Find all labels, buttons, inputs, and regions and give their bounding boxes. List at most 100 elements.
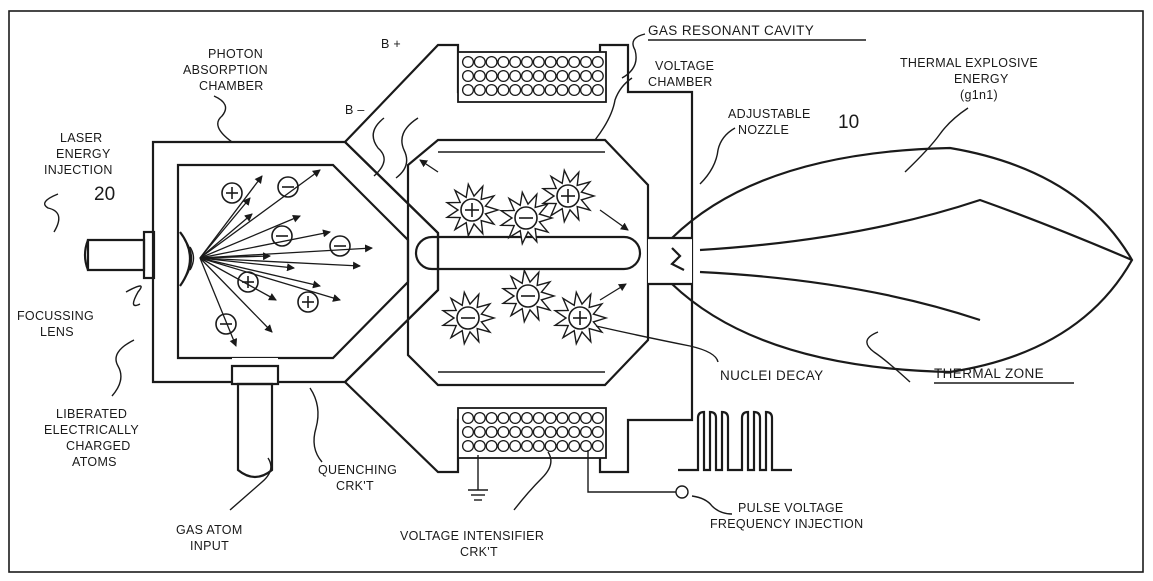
label-chamber: CHAMBER: [199, 79, 264, 93]
ground-symbol: [468, 455, 488, 501]
coil-turn: [497, 439, 510, 453]
label-pulse-voltage: PULSE VOLTAGE: [738, 501, 844, 515]
label-nozzle: NOZZLE: [738, 123, 789, 137]
decaying-positive-nucleus: [540, 167, 597, 225]
label-injection: INJECTION: [44, 163, 113, 177]
coil-turn: [497, 411, 510, 425]
coil-turn: [568, 411, 581, 425]
coil-turn: [556, 55, 569, 69]
label-intensifier-crkt: CRK'T: [460, 545, 498, 559]
photon-ray-arrow: [199, 229, 331, 259]
label-lens: LENS: [40, 325, 74, 339]
coil-turn: [556, 83, 569, 97]
coil-turn: [579, 425, 593, 439]
coil-turn: [591, 425, 604, 439]
coil-turn: [520, 425, 534, 439]
coil-turn: [532, 411, 545, 425]
photon-ray-arrow: [199, 215, 301, 259]
label-voltage-intensifier: VOLTAGE INTENSIFIER: [400, 529, 544, 543]
coil-turn: [461, 411, 475, 425]
coil-turn: [556, 425, 569, 439]
positive-charge: [221, 182, 243, 204]
coil-turn: [485, 55, 498, 69]
label-frequency-injection: FREQUENCY INJECTION: [710, 517, 863, 531]
coil-turn: [485, 425, 498, 439]
leader-lines: [44, 33, 969, 515]
coil-turn: [497, 83, 510, 97]
coil-turn: [473, 55, 486, 69]
negative-charge: [277, 176, 299, 198]
coil-turn: [544, 439, 557, 453]
label-photon: PHOTON: [208, 47, 263, 61]
coil-turn: [532, 83, 545, 97]
label-laser: LASER: [60, 131, 103, 145]
coil-turn: [520, 69, 534, 83]
label-voltage-chamber: CHAMBER: [648, 75, 713, 89]
coil-turn: [485, 83, 498, 97]
label-focussing: FOCUSSING: [17, 309, 94, 323]
coil-turn: [509, 55, 522, 69]
photon-ray-arrow: [199, 257, 238, 347]
negative-charge: [215, 313, 237, 335]
ref-number-10: 10: [838, 112, 859, 133]
flow-arrow: [599, 209, 629, 231]
photon-ray-arrow: [199, 213, 253, 259]
particles-group: [215, 167, 609, 347]
coil-turn: [509, 425, 522, 439]
coil-turn: [591, 69, 604, 83]
label-gas-atom: GAS ATOM: [176, 523, 243, 537]
label-adjustable: ADJUSTABLE: [728, 107, 811, 121]
coil-turn: [497, 425, 510, 439]
photon-ray-arrow: [199, 244, 373, 259]
photon-ray-arrow: [199, 252, 271, 261]
coil-turn: [544, 411, 557, 425]
label-gas-resonant-cavity: GAS RESONANT CAVITY: [648, 23, 814, 38]
coil-turn: [473, 439, 486, 453]
photon-ray-arrow: [199, 197, 251, 259]
pulse-wire: [587, 450, 689, 499]
label-voltage: VOLTAGE: [655, 59, 714, 73]
coil-turn: [485, 439, 498, 453]
decaying-negative-nucleus: [500, 267, 557, 325]
photon-ray-arrow: [199, 257, 273, 333]
coil-turn: [461, 83, 475, 97]
ref-number-20: 20: [94, 184, 115, 205]
coil-turn: [579, 55, 593, 69]
coil-turn: [568, 425, 581, 439]
coil-turn: [568, 83, 581, 97]
coil-turn: [461, 69, 475, 83]
label-thermal-explosive: THERMAL EXPLOSIVE: [900, 56, 1038, 70]
pulse-waveform: [678, 410, 792, 472]
coil-turn: [556, 439, 569, 453]
label-energy: ENERGY: [954, 72, 1009, 86]
coil-turn: [556, 69, 569, 83]
coil-turn: [509, 83, 522, 97]
negative-charge: [329, 235, 351, 257]
label-quenching: QUENCHING: [318, 463, 397, 477]
coil-turn: [509, 439, 522, 453]
bottom-coil: [457, 407, 607, 459]
coil-turn: [532, 425, 545, 439]
coil-turn: [532, 55, 545, 69]
coil-turn: [520, 411, 534, 425]
coil-turn: [532, 439, 545, 453]
label-absorption: ABSORPTION: [183, 63, 268, 77]
coil-turn: [544, 425, 557, 439]
coil-turn: [520, 83, 534, 97]
label-laser-energy: ENERGY: [56, 147, 111, 161]
coil-turn: [520, 439, 534, 453]
decaying-positive-nucleus: [444, 181, 501, 239]
ray-arrows: [199, 159, 629, 347]
photon-ray-arrow: [199, 257, 295, 272]
coil-turn: [532, 69, 545, 83]
flow-arrow: [599, 283, 627, 301]
label-input: INPUT: [190, 539, 229, 553]
top-coil: [457, 51, 607, 103]
coil-turn: [473, 411, 486, 425]
coil-turn: [568, 55, 581, 69]
coil-turn: [485, 69, 498, 83]
coil-turn: [591, 55, 604, 69]
label-thermal-zone: THERMAL ZONE: [934, 366, 1044, 381]
